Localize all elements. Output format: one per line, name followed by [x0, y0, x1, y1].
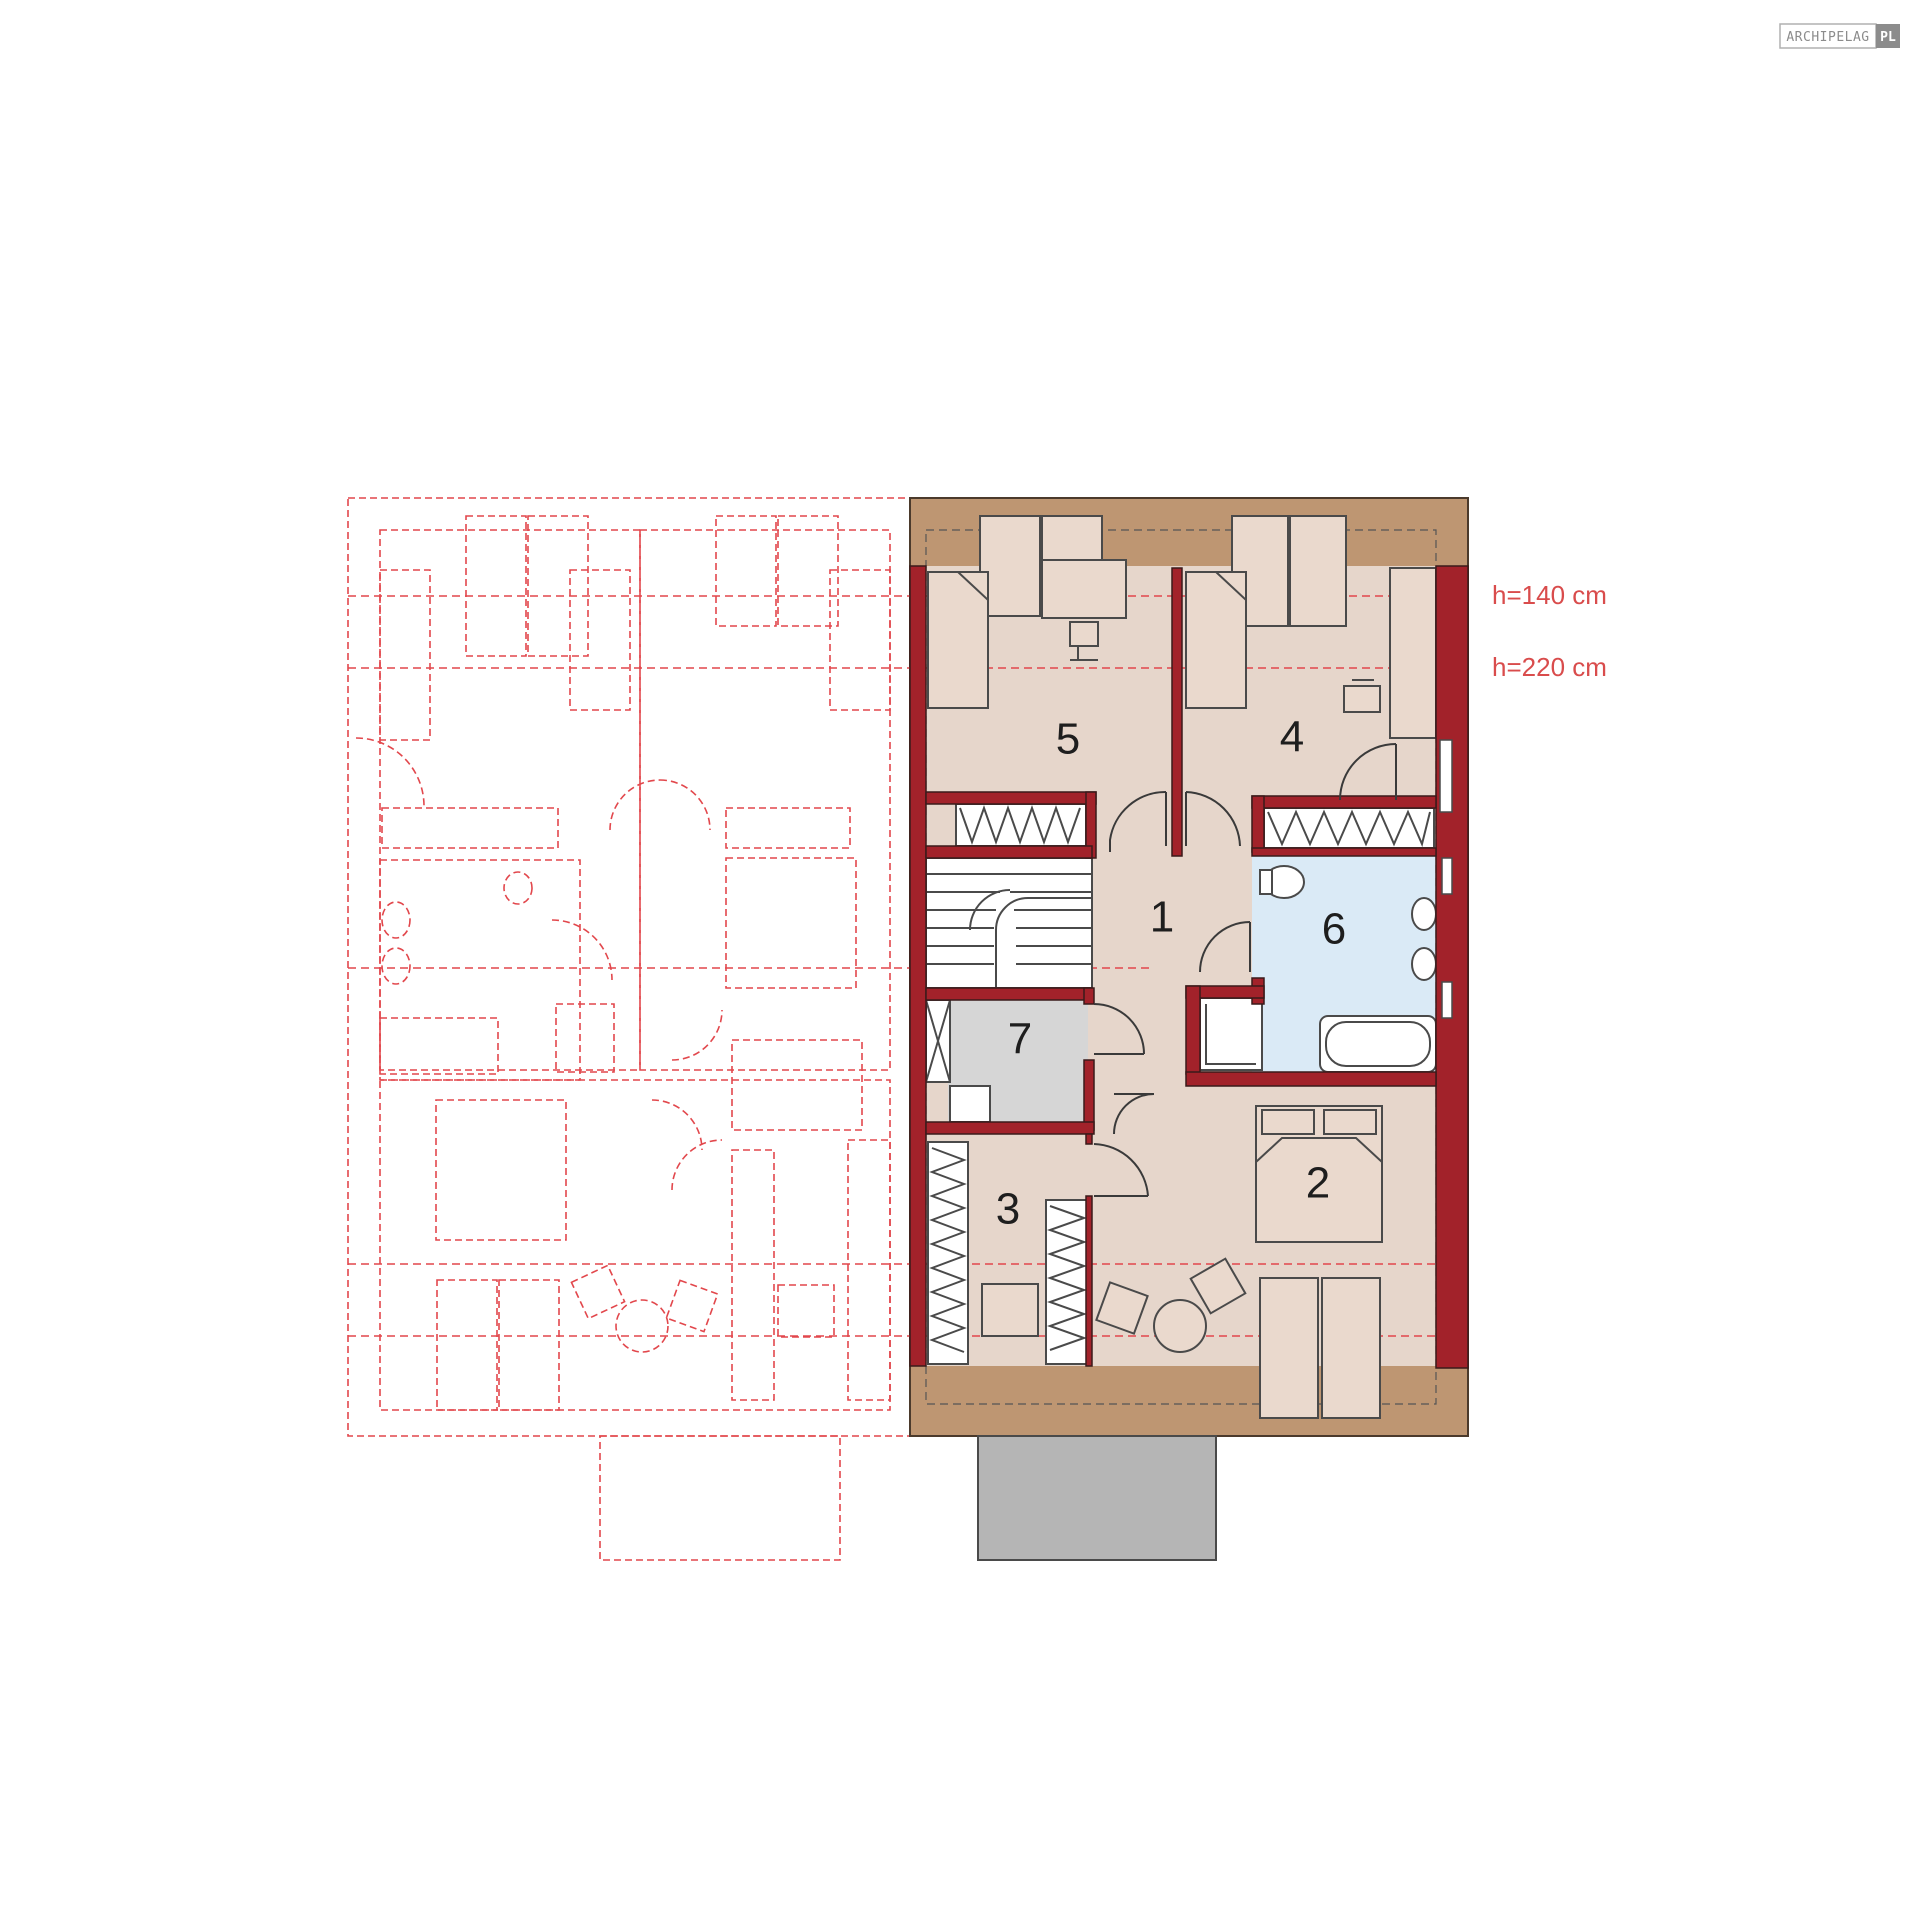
neighbour-unit-outline — [347, 497, 911, 1561]
archipelag-logo: ARCHIPELAG PL — [1779, 23, 1900, 49]
furniture-room-3 — [927, 1141, 1089, 1365]
furniture-lounge — [1095, 1257, 1381, 1419]
walls — [909, 565, 1469, 1369]
room-number-2: 2 — [1306, 1159, 1330, 1208]
bathroom-fixtures — [1199, 865, 1437, 1073]
room-number-6: 6 — [1322, 905, 1346, 954]
furniture-room-2 — [1255, 1105, 1383, 1243]
room-labels: 1 2 3 4 5 6 7 — [996, 713, 1346, 1234]
furniture-room-5 — [927, 515, 1127, 709]
height-label-220: h=220 cm — [1492, 652, 1607, 682]
room-number-1: 1 — [1150, 893, 1174, 942]
terrace — [977, 1435, 1217, 1561]
height-label-140: h=140 cm — [1492, 580, 1607, 610]
doors — [1093, 739, 1453, 1197]
room-number-5: 5 — [1056, 715, 1080, 764]
logo-suffix-text: PL — [1880, 30, 1896, 45]
room-number-7: 7 — [1008, 1015, 1032, 1064]
logo-brand-text: ARCHIPELAG — [1786, 30, 1869, 45]
furniture-room-4 — [1185, 515, 1437, 739]
room-number-4: 4 — [1280, 713, 1304, 762]
staircase — [925, 857, 1093, 989]
room-number-3: 3 — [996, 1185, 1020, 1234]
